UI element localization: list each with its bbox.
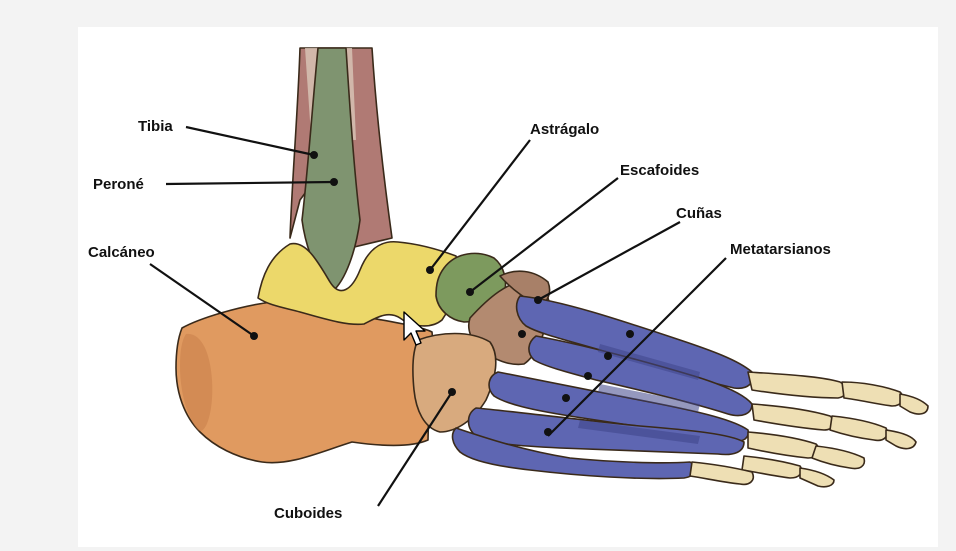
label-metatarsianos: Metatarsianos: [730, 241, 831, 258]
dot-cunas: [534, 296, 542, 304]
label-cunas: Cuñas: [676, 205, 722, 222]
label-escafoides: Escafoides: [620, 162, 699, 179]
label-tibia: Tibia: [138, 118, 173, 135]
dot-escafoides: [466, 288, 474, 296]
leader-astragalo: [430, 140, 530, 270]
leader-escafoides: [470, 178, 618, 292]
leader-cunas: [538, 222, 680, 300]
dot-perone: [330, 178, 338, 186]
dot-tibia: [310, 151, 318, 159]
label-perone: Peroné: [93, 176, 144, 193]
dot-metatarsianos-4: [562, 394, 570, 402]
dot-metatarsianos-2: [604, 352, 612, 360]
label-cuboides: Cuboides: [274, 505, 342, 522]
dot-cunas-2: [518, 330, 526, 338]
dot-calcaneo: [250, 332, 258, 340]
dot-metatarsianos-1: [626, 330, 634, 338]
dot-cuboides: [448, 388, 456, 396]
label-astragalo: Astrágalo: [530, 121, 599, 138]
label-calcaneo: Calcáneo: [88, 244, 155, 261]
calcaneo-bone: [176, 301, 436, 463]
dot-metatarsianos-3: [584, 372, 592, 380]
dot-astragalo: [426, 266, 434, 274]
dot-metatarsianos-5: [544, 428, 552, 436]
